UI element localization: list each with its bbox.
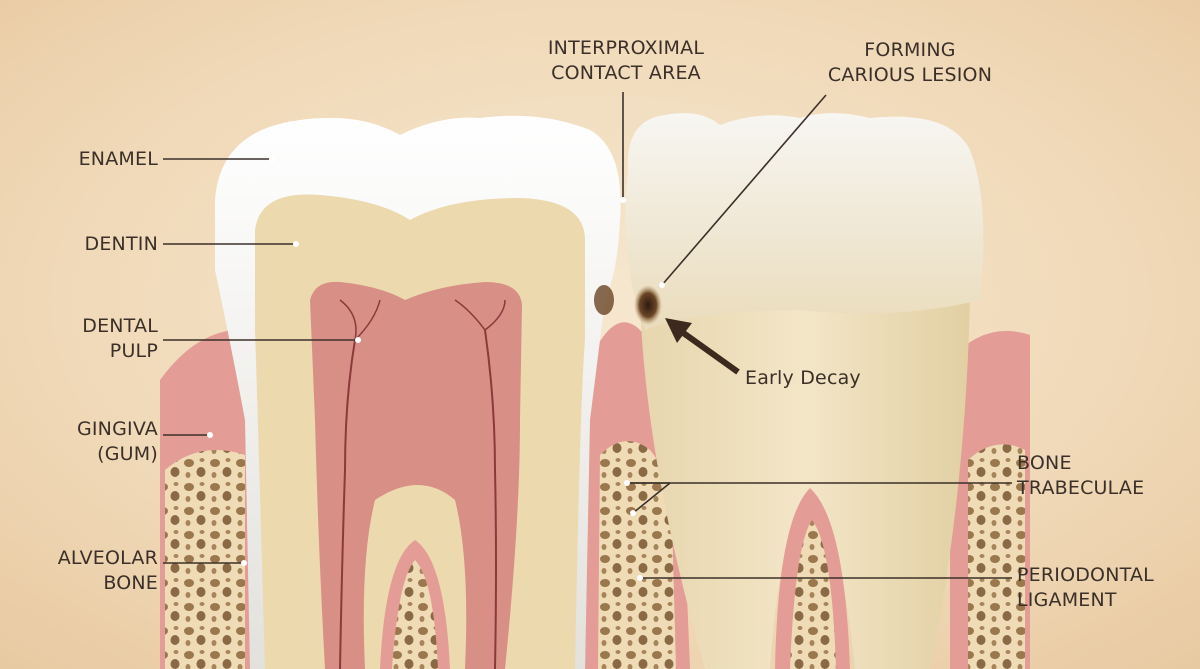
label-bone-trabeculae-line2: TRABECULAE: [1017, 477, 1145, 499]
label-dentin: DENTIN: [85, 232, 158, 257]
label-alveolar-bone-line2: BONE: [103, 572, 158, 594]
label-early-decay-line1: Early Decay: [745, 367, 861, 389]
label-periodontal-line2: LIGAMENT: [1017, 589, 1117, 611]
label-enamel-line1: ENAMEL: [78, 148, 158, 170]
right-tooth: [625, 112, 984, 669]
early-decay-arrow: [665, 318, 740, 375]
leader-dots: [207, 156, 665, 581]
right-gum-bone: [950, 330, 1030, 669]
left-tooth-section: [215, 115, 621, 669]
label-dental-pulp: DENTAL PULP: [82, 314, 158, 364]
label-alveolar-bone-line1: ALVEOLAR: [57, 547, 158, 569]
label-gingiva-line1: GINGIVA: [76, 418, 158, 440]
label-periodontal-ligament: PERIODONTAL LIGAMENT: [1017, 563, 1154, 613]
left-gum-bone: [160, 329, 250, 669]
label-dentin-line1: DENTIN: [84, 233, 158, 255]
label-early-decay: Early Decay: [745, 366, 861, 391]
label-enamel: ENAMEL: [79, 147, 158, 172]
label-interproximal-line2: CONTACT AREA: [551, 62, 701, 84]
label-interproximal-line1: INTERPROXIMAL: [547, 37, 705, 59]
label-gingiva-line2: (GUM): [97, 443, 158, 465]
label-forming-carious-lesion: FORMING CARIOUS LESION: [815, 38, 1005, 88]
label-gingiva: GINGIVA (GUM): [77, 417, 158, 467]
label-dental-pulp-line2: PULP: [109, 340, 158, 362]
label-forming-line1: FORMING: [864, 39, 956, 61]
label-dental-pulp-line1: DENTAL: [82, 315, 158, 337]
label-alveolar-bone: ALVEOLAR BONE: [58, 546, 158, 596]
label-forming-line2: CARIOUS LESION: [827, 64, 993, 86]
leader-lines: [163, 92, 1012, 579]
label-periodontal-line1: PERIODONTAL: [1017, 564, 1154, 586]
label-bone-trabeculae-line1: BONE: [1017, 452, 1072, 474]
label-bone-trabeculae: BONE TRABECULAE: [1017, 451, 1144, 501]
label-interproximal-contact-area: INTERPROXIMAL CONTACT AREA: [526, 36, 726, 86]
